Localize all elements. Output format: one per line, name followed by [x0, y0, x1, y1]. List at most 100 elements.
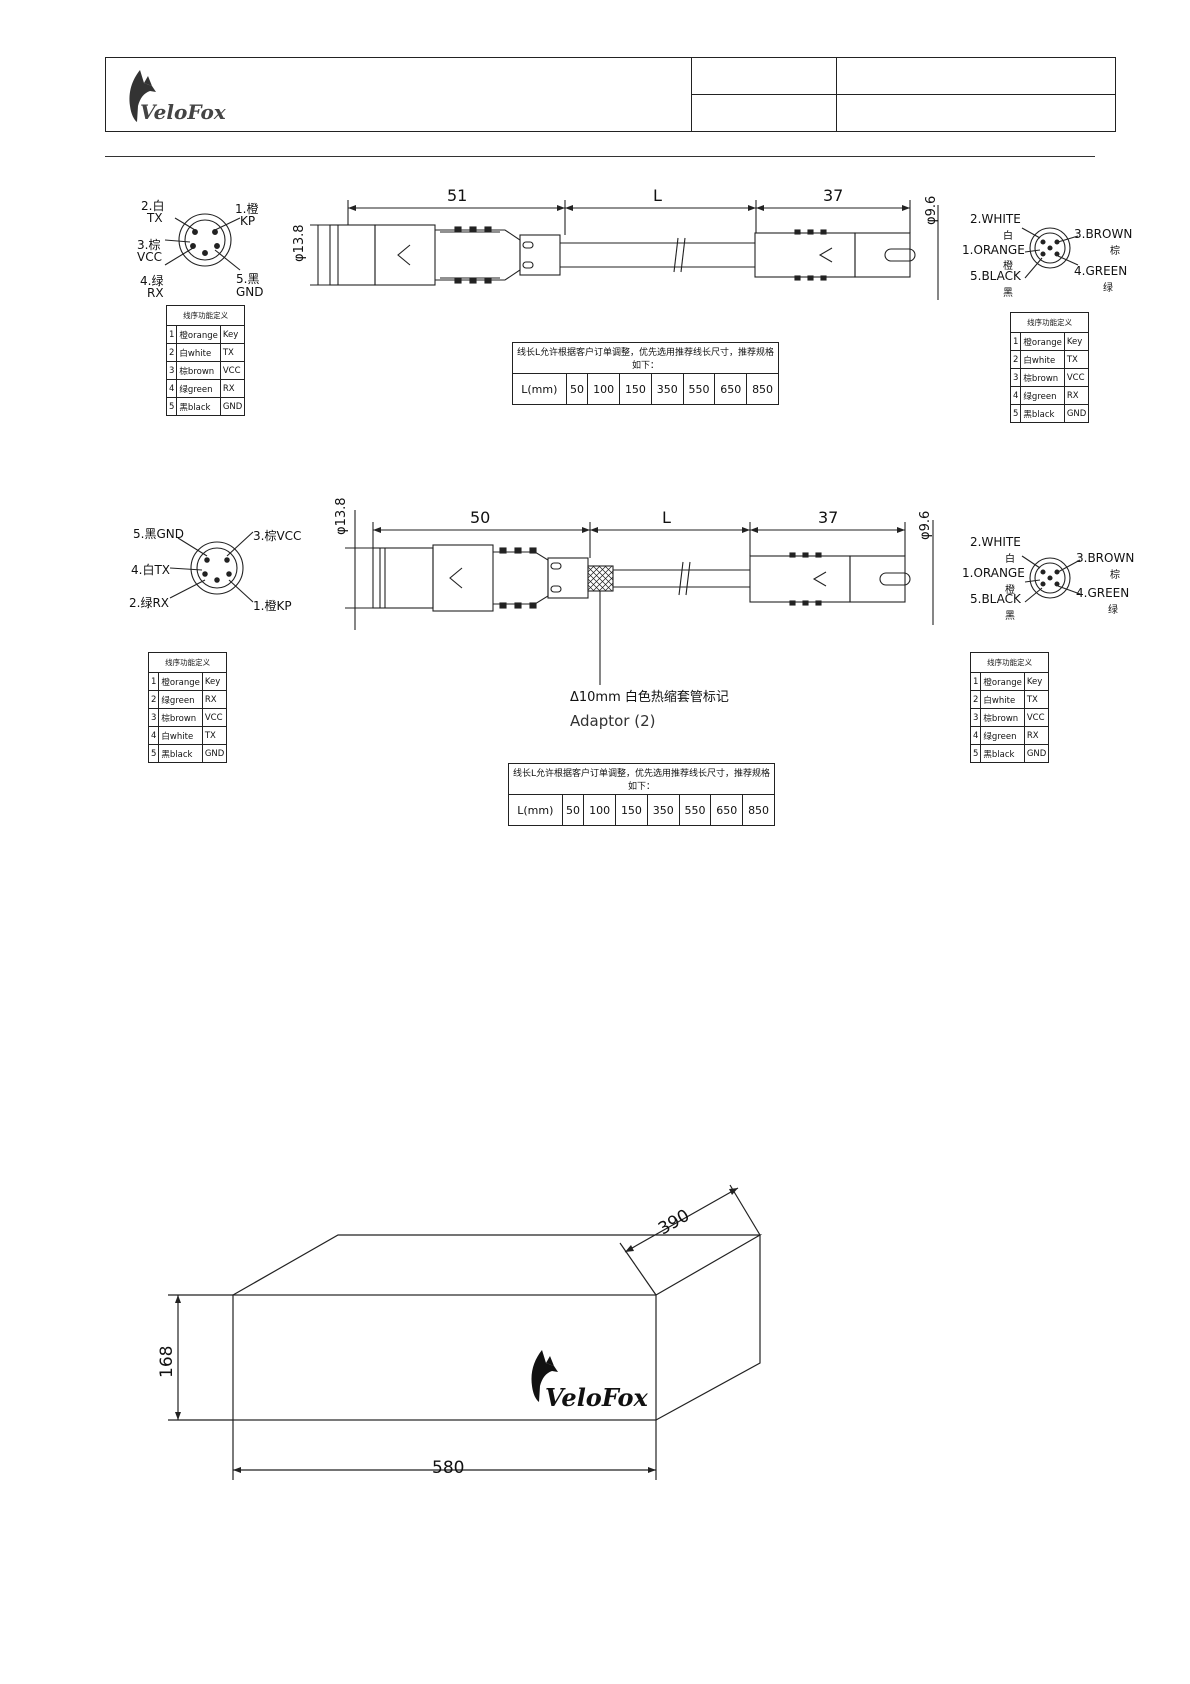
right-pin-label-2-cn: 白 — [1003, 231, 1013, 242]
box-height-dim: 168 — [157, 1345, 177, 1378]
right-pin-label-5: 5.BLACK — [970, 592, 1021, 606]
pin-color: 黑black — [176, 397, 221, 416]
pin-table-title: 线序功能定义 — [1009, 312, 1090, 333]
length-value: 550 — [682, 373, 716, 405]
length-value: 350 — [650, 373, 684, 405]
length-value: 650 — [714, 373, 748, 405]
pin-num: 5 — [1009, 404, 1022, 423]
pin-table-title: 线序功能定义 — [147, 652, 228, 673]
pin-func: RX — [219, 379, 246, 398]
length-value: 850 — [742, 794, 775, 826]
right-pin-label-1: 1.ORANGE — [962, 243, 1025, 257]
right-pin-label-3-cn: 棕 — [1110, 570, 1120, 581]
length-value: 50 — [565, 373, 589, 405]
pin-num: 5 — [165, 397, 178, 416]
right-pin-label-2: 2.WHITE — [970, 535, 1021, 549]
pin-func: Key — [201, 672, 228, 691]
pin-num: 1 — [147, 672, 160, 691]
pin-func: GND — [201, 744, 228, 763]
dim-cable-length: L — [653, 186, 662, 205]
pin-color: 棕brown — [158, 708, 203, 727]
table-row: L(mm) 50 100 150 350 550 650 850 — [508, 794, 775, 826]
pin-num: 2 — [969, 690, 982, 709]
title-block: VeloFox — [105, 57, 1116, 132]
pin-label-1: 1.橙 — [235, 202, 259, 216]
pin-color: 白white — [1020, 350, 1065, 369]
pin-num: 1 — [1009, 332, 1022, 351]
pin-color: 黑black — [980, 744, 1025, 763]
pin-color: 橙orange — [1020, 332, 1065, 351]
length-value: 650 — [710, 794, 744, 826]
box-logo-wordmark: VeloFox — [545, 1383, 648, 1412]
right-pin-label-4: 4.GREEN — [1076, 586, 1130, 600]
pin-num: 2 — [1009, 350, 1022, 369]
right-pin-label-4-cn: 绿 — [1103, 283, 1113, 294]
length-spec-table-1: 线长L允许根据客户订单调整，优先选用推荐线长尺寸，推荐规格如下： L(mm) 5… — [512, 342, 779, 405]
dim-cable-length: L — [662, 508, 671, 527]
length-value: 150 — [619, 373, 652, 405]
pin-func: TX — [219, 343, 246, 362]
dim-left-diameter: φ13.8 — [292, 224, 307, 262]
pin-func: GND — [1023, 744, 1050, 763]
pin-label-3: 3.棕 — [137, 238, 161, 252]
right-pin-label-1-cn: 橙 — [1003, 261, 1013, 272]
length-spec-table-2: 线长L允许根据客户订单调整，优先选用推荐线长尺寸，推荐规格如下： L(mm) 5… — [508, 763, 775, 826]
header-rule — [105, 156, 1095, 157]
right-pin-label-4: 4.GREEN — [1074, 264, 1128, 278]
right-pin-label-2-cn: 白 — [1005, 554, 1015, 565]
right-pin-label-3-cn: 棕 — [1110, 246, 1120, 257]
dim-right-diameter: φ9.6 — [918, 510, 933, 540]
pin-func: VCC — [1023, 708, 1050, 727]
pin-label-1-func: KP — [240, 214, 256, 228]
pin-func: TX — [1063, 350, 1090, 369]
pin-func: GND — [1063, 404, 1090, 423]
pin-num: 3 — [969, 708, 982, 727]
pin-color: 绿green — [980, 726, 1025, 745]
pin-color: 棕brown — [980, 708, 1025, 727]
pin-color: 橙orange — [158, 672, 203, 691]
pin-table-title: 线序功能定义 — [969, 652, 1050, 673]
cable-drawing-1 — [164, 200, 1079, 300]
pin-num: 3 — [165, 361, 178, 380]
table-row: L(mm) 50 100 150 350 550 650 850 — [512, 373, 779, 405]
adaptor-label: Adaptor (2) — [570, 712, 656, 730]
right-pin-label-5-cn: 黑 — [1003, 288, 1013, 299]
right-pin-label-1-cn: 橙 — [1005, 585, 1015, 596]
right-pin-label-3: 3.BROWN — [1074, 227, 1133, 241]
pin-label-2: 2.绿RX — [129, 596, 170, 610]
pin-label-5: 5.黑GND — [133, 527, 184, 541]
pin-func: RX — [1063, 386, 1090, 405]
right-pin-label-5-cn: 黑 — [1005, 611, 1015, 622]
pin-color: 绿green — [1020, 386, 1065, 405]
pin-func: TX — [201, 726, 228, 745]
logo-wordmark: VeloFox — [140, 100, 226, 124]
pin-label-4: 4.绿 — [140, 274, 164, 288]
right-pin-label-4-cn: 绿 — [1108, 605, 1118, 616]
box-width-dim: 580 — [432, 1458, 465, 1478]
pin-num: 1 — [165, 325, 178, 344]
pin-label-4: 4.白TX — [131, 563, 171, 577]
pin-label-4-func: RX — [147, 286, 164, 300]
length-value: 850 — [746, 373, 779, 405]
pin-color: 黑black — [1020, 404, 1065, 423]
length-value: 100 — [587, 373, 621, 405]
dim-left-length: 50 — [470, 508, 491, 527]
pin-color: 黑black — [158, 744, 203, 763]
pin-func: RX — [1023, 726, 1050, 745]
pin-color: 橙orange — [176, 325, 221, 344]
pin-num: 5 — [969, 744, 982, 763]
